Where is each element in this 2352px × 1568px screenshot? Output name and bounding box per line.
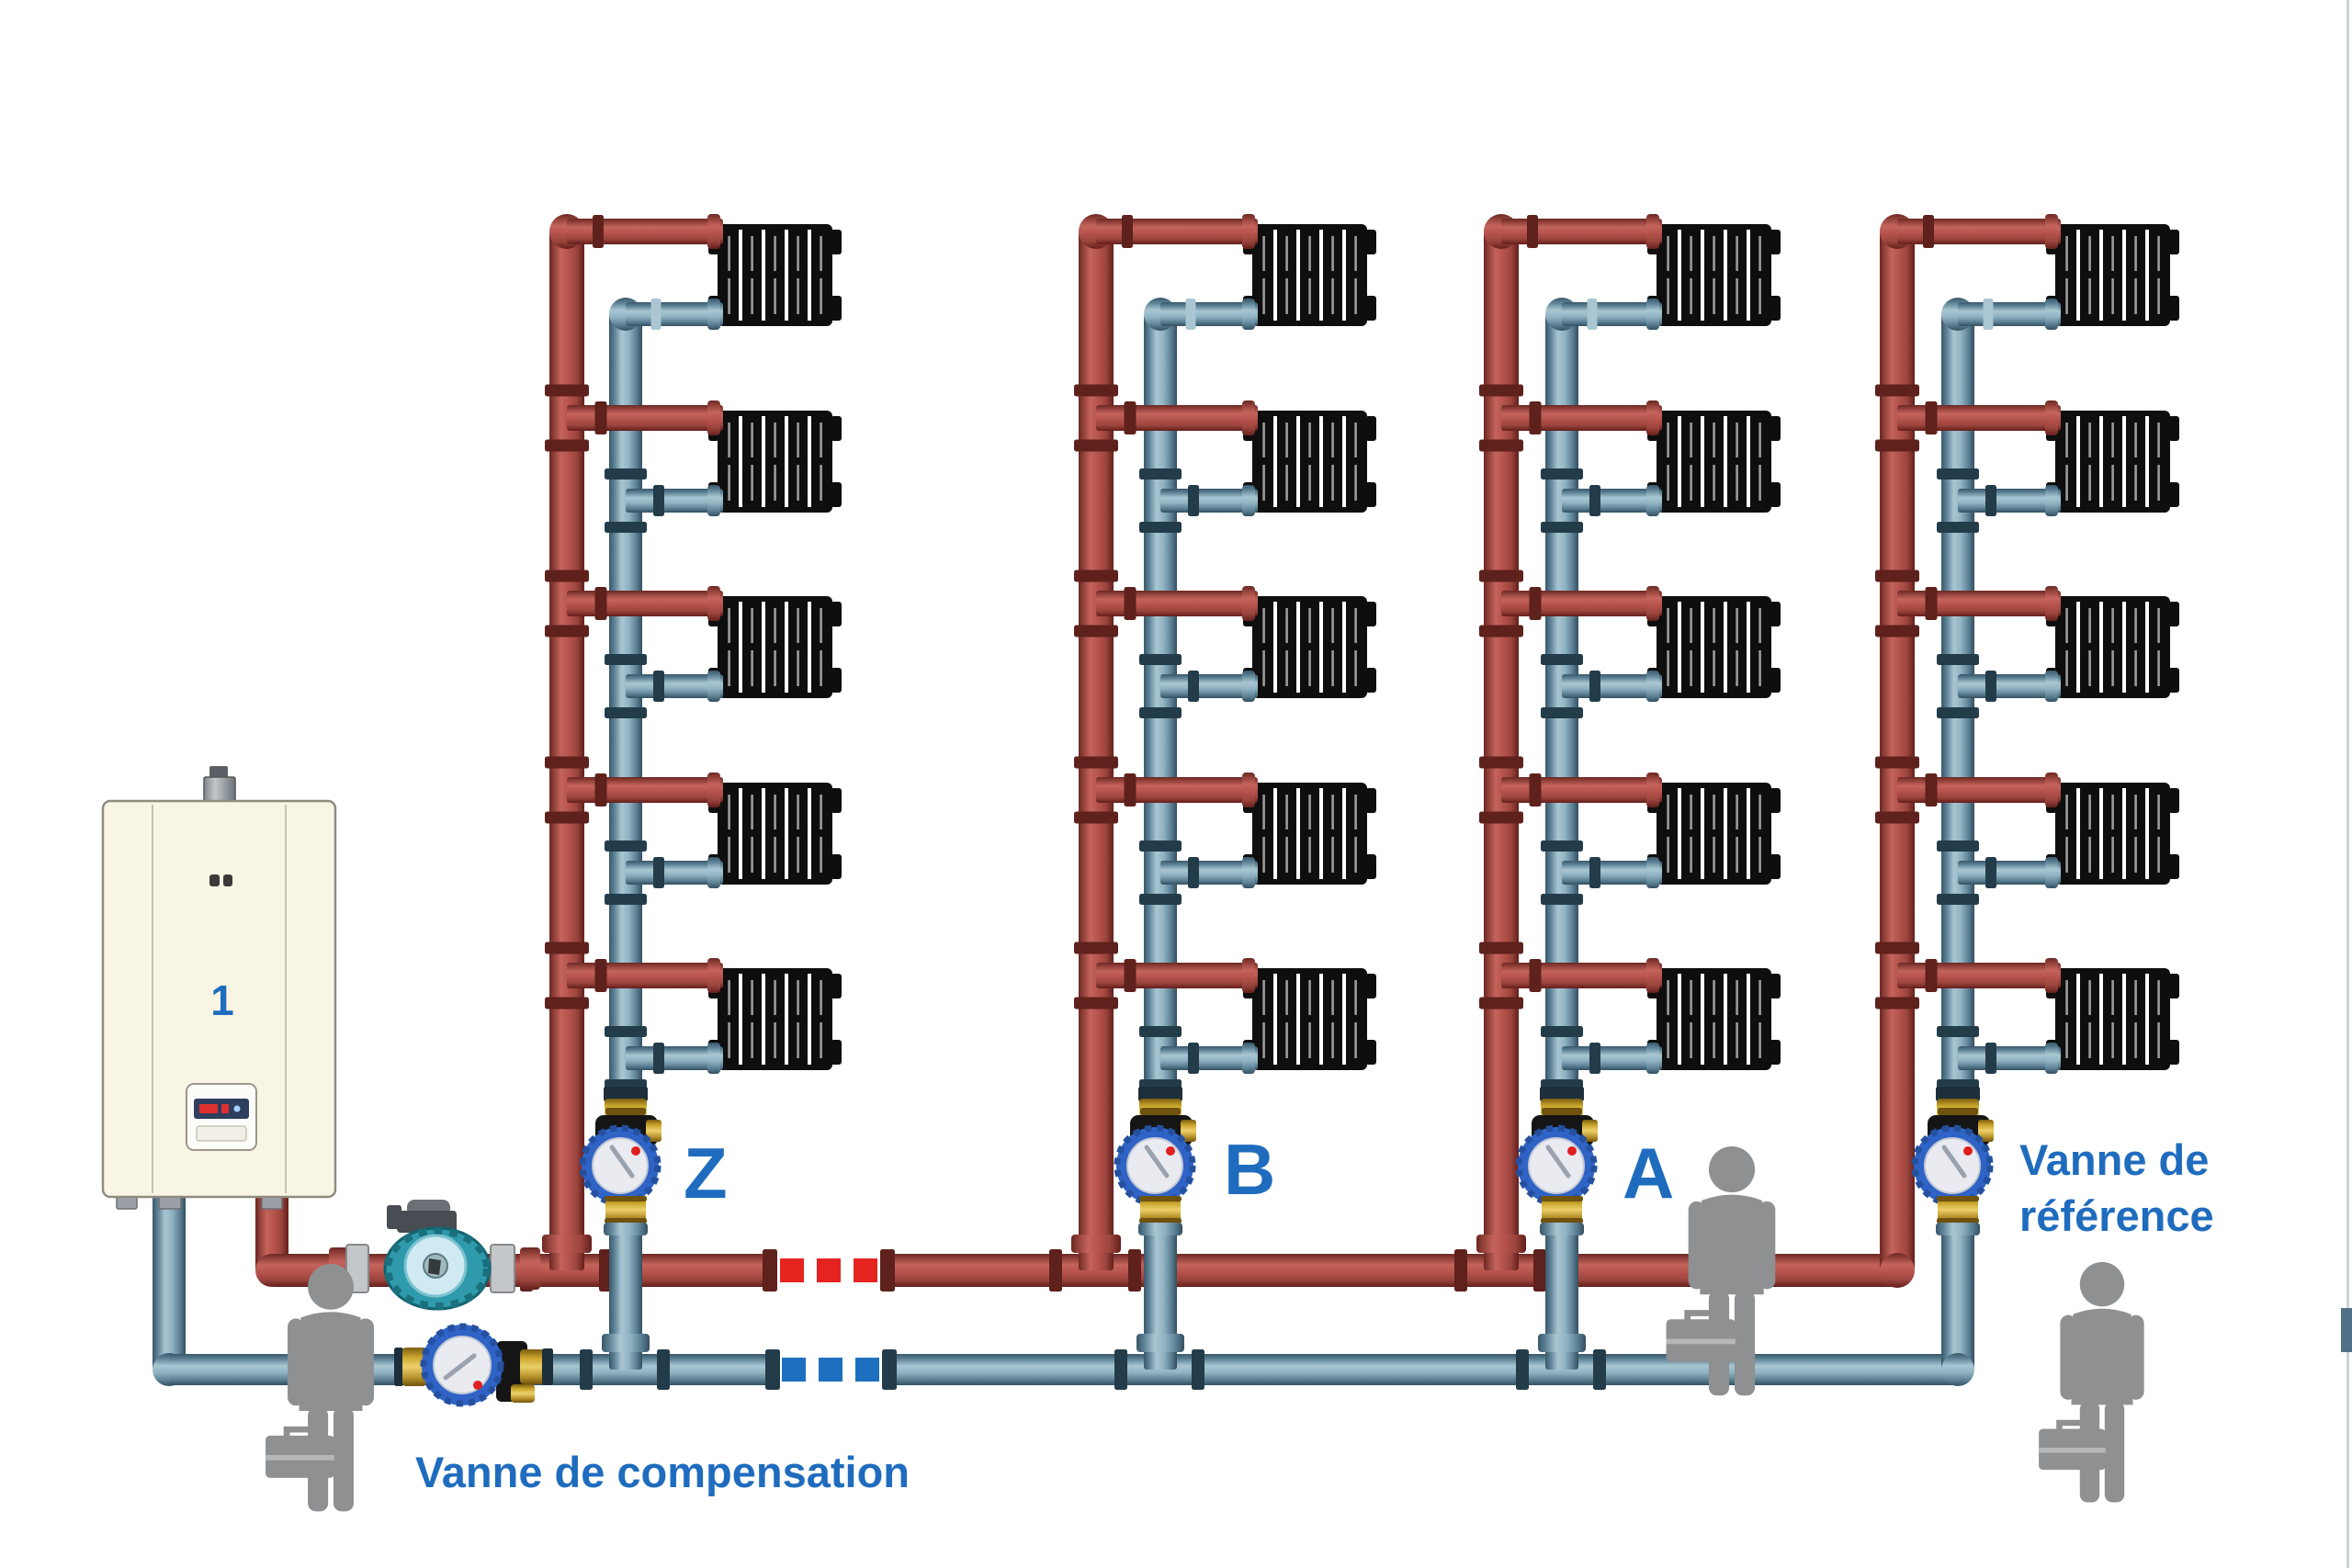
pump-wrap xyxy=(329,1200,540,1311)
radiator xyxy=(2046,783,2179,885)
riser-ref xyxy=(1875,214,2179,1386)
radiator xyxy=(1647,411,1781,513)
pipe-continuation-dashes xyxy=(780,1258,879,1382)
radiator xyxy=(2046,224,2179,326)
radiator xyxy=(708,411,842,513)
riser-label-b: B xyxy=(1224,1129,1276,1210)
radiator xyxy=(1647,783,1781,885)
riser-a xyxy=(1476,214,1781,1370)
radiator xyxy=(2046,411,2179,513)
boiler-wrap xyxy=(101,766,337,1210)
radiator xyxy=(1243,411,1376,513)
compensation-valve xyxy=(394,1323,553,1407)
radiator xyxy=(1647,224,1781,326)
boiler xyxy=(101,766,337,1210)
radiator xyxy=(1243,224,1376,326)
radiator xyxy=(708,968,842,1070)
radiator xyxy=(1647,596,1781,698)
flue-pipe xyxy=(203,776,236,804)
riser-z xyxy=(542,214,842,1370)
compensation-valve-label: Vanne de compensation xyxy=(415,1448,910,1496)
riser-label-z: Z xyxy=(684,1133,728,1213)
comp-valve-wrap xyxy=(394,1323,553,1407)
radiator xyxy=(1243,968,1376,1070)
balancing-valve xyxy=(1911,1087,1994,1235)
riser-b xyxy=(1071,214,1376,1370)
balancing-valve xyxy=(579,1087,662,1235)
radiator xyxy=(1647,968,1781,1070)
circulation-pump xyxy=(329,1200,540,1311)
radiator xyxy=(2046,596,2179,698)
radiator xyxy=(708,783,842,885)
radiator xyxy=(1243,596,1376,698)
radiator xyxy=(2046,968,2179,1070)
boiler-number-label: 1 xyxy=(210,976,234,1024)
technician-figure-1 xyxy=(266,1264,374,1511)
image-edge-line xyxy=(2341,0,2352,1568)
technician-figure-3 xyxy=(2039,1262,2144,1503)
radiator xyxy=(708,596,842,698)
boiler-control-panel xyxy=(186,1083,257,1151)
balancing-valve xyxy=(1114,1087,1196,1235)
balancing-valve xyxy=(1515,1087,1598,1235)
riser-label-a: A xyxy=(1623,1133,1675,1213)
radiator xyxy=(1243,783,1376,885)
radiator xyxy=(708,224,842,326)
reference-valve-label: Vanne de référence xyxy=(2019,1135,2214,1241)
